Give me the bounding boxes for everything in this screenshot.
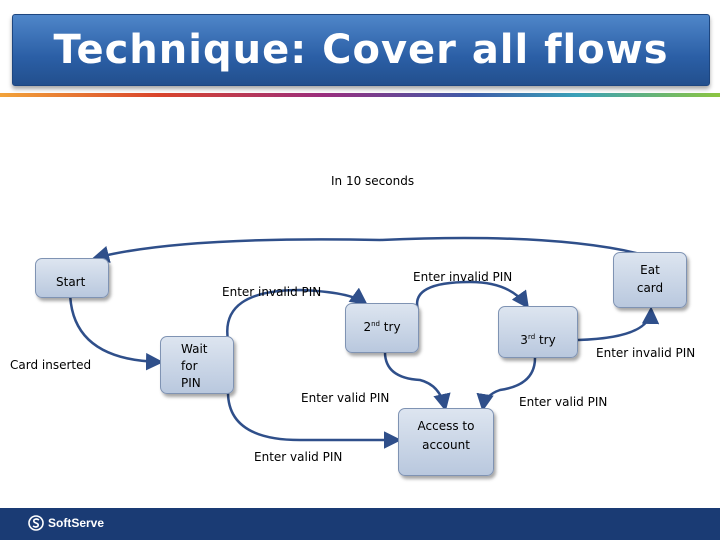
arrow-2nd-to-3rd <box>415 280 530 311</box>
state-access-to-account-label: Access to account <box>417 419 475 452</box>
color-stripe <box>0 93 720 97</box>
label-enter-valid-pin-2: Enter valid PIN <box>519 395 608 409</box>
footer-bar: SoftServe <box>0 508 720 540</box>
state-2nd-try-label: 2nd try <box>363 320 401 334</box>
label-enter-invalid-pin-3: Enter invalid PIN <box>596 346 696 360</box>
state-2nd-try: 2nd try <box>345 303 419 353</box>
label-enter-valid-pin-3: Enter valid PIN <box>254 450 343 464</box>
label-card-inserted: Card inserted <box>10 358 92 372</box>
softserve-logo-icon <box>28 515 44 531</box>
title-bar: Technique: Cover all flows <box>12 14 710 86</box>
arrow-3rd-to-eat <box>577 306 660 342</box>
arrow-wait-to-2nd <box>226 287 368 341</box>
arrow-3rd-to-access <box>476 357 537 412</box>
softserve-logo: SoftServe <box>28 515 104 531</box>
label-enter-invalid-pin-2: Enter invalid PIN <box>413 270 513 284</box>
state-wait-for-pin-label: Wait for PIN <box>181 342 208 390</box>
arrow-eat-to-start <box>91 236 649 263</box>
label-enter-valid-pin-1: Enter valid PIN <box>301 391 390 405</box>
state-eat-card: Eat card <box>613 252 687 308</box>
state-start-label: Start <box>56 275 86 289</box>
page-title: Technique: Cover all flows <box>53 27 669 73</box>
arrow-start-to-wait <box>68 289 164 371</box>
state-access-to-account: Access to account <box>398 408 494 476</box>
arrow-wait-to-access <box>226 391 402 449</box>
state-eat-card-label: Eat card <box>636 263 664 295</box>
state-start: Start <box>35 258 109 298</box>
label-enter-invalid-pin-1: Enter invalid PIN <box>222 285 322 299</box>
label-in-10-seconds: In 10 seconds <box>331 174 415 188</box>
state-3rd-try-label: 3rd try <box>520 333 556 347</box>
arrow-2nd-to-access <box>383 351 451 412</box>
softserve-logo-text: SoftServe <box>48 516 105 530</box>
state-wait-for-pin: Wait for PIN <box>160 336 234 394</box>
state-3rd-try: 3rd try <box>498 306 578 358</box>
